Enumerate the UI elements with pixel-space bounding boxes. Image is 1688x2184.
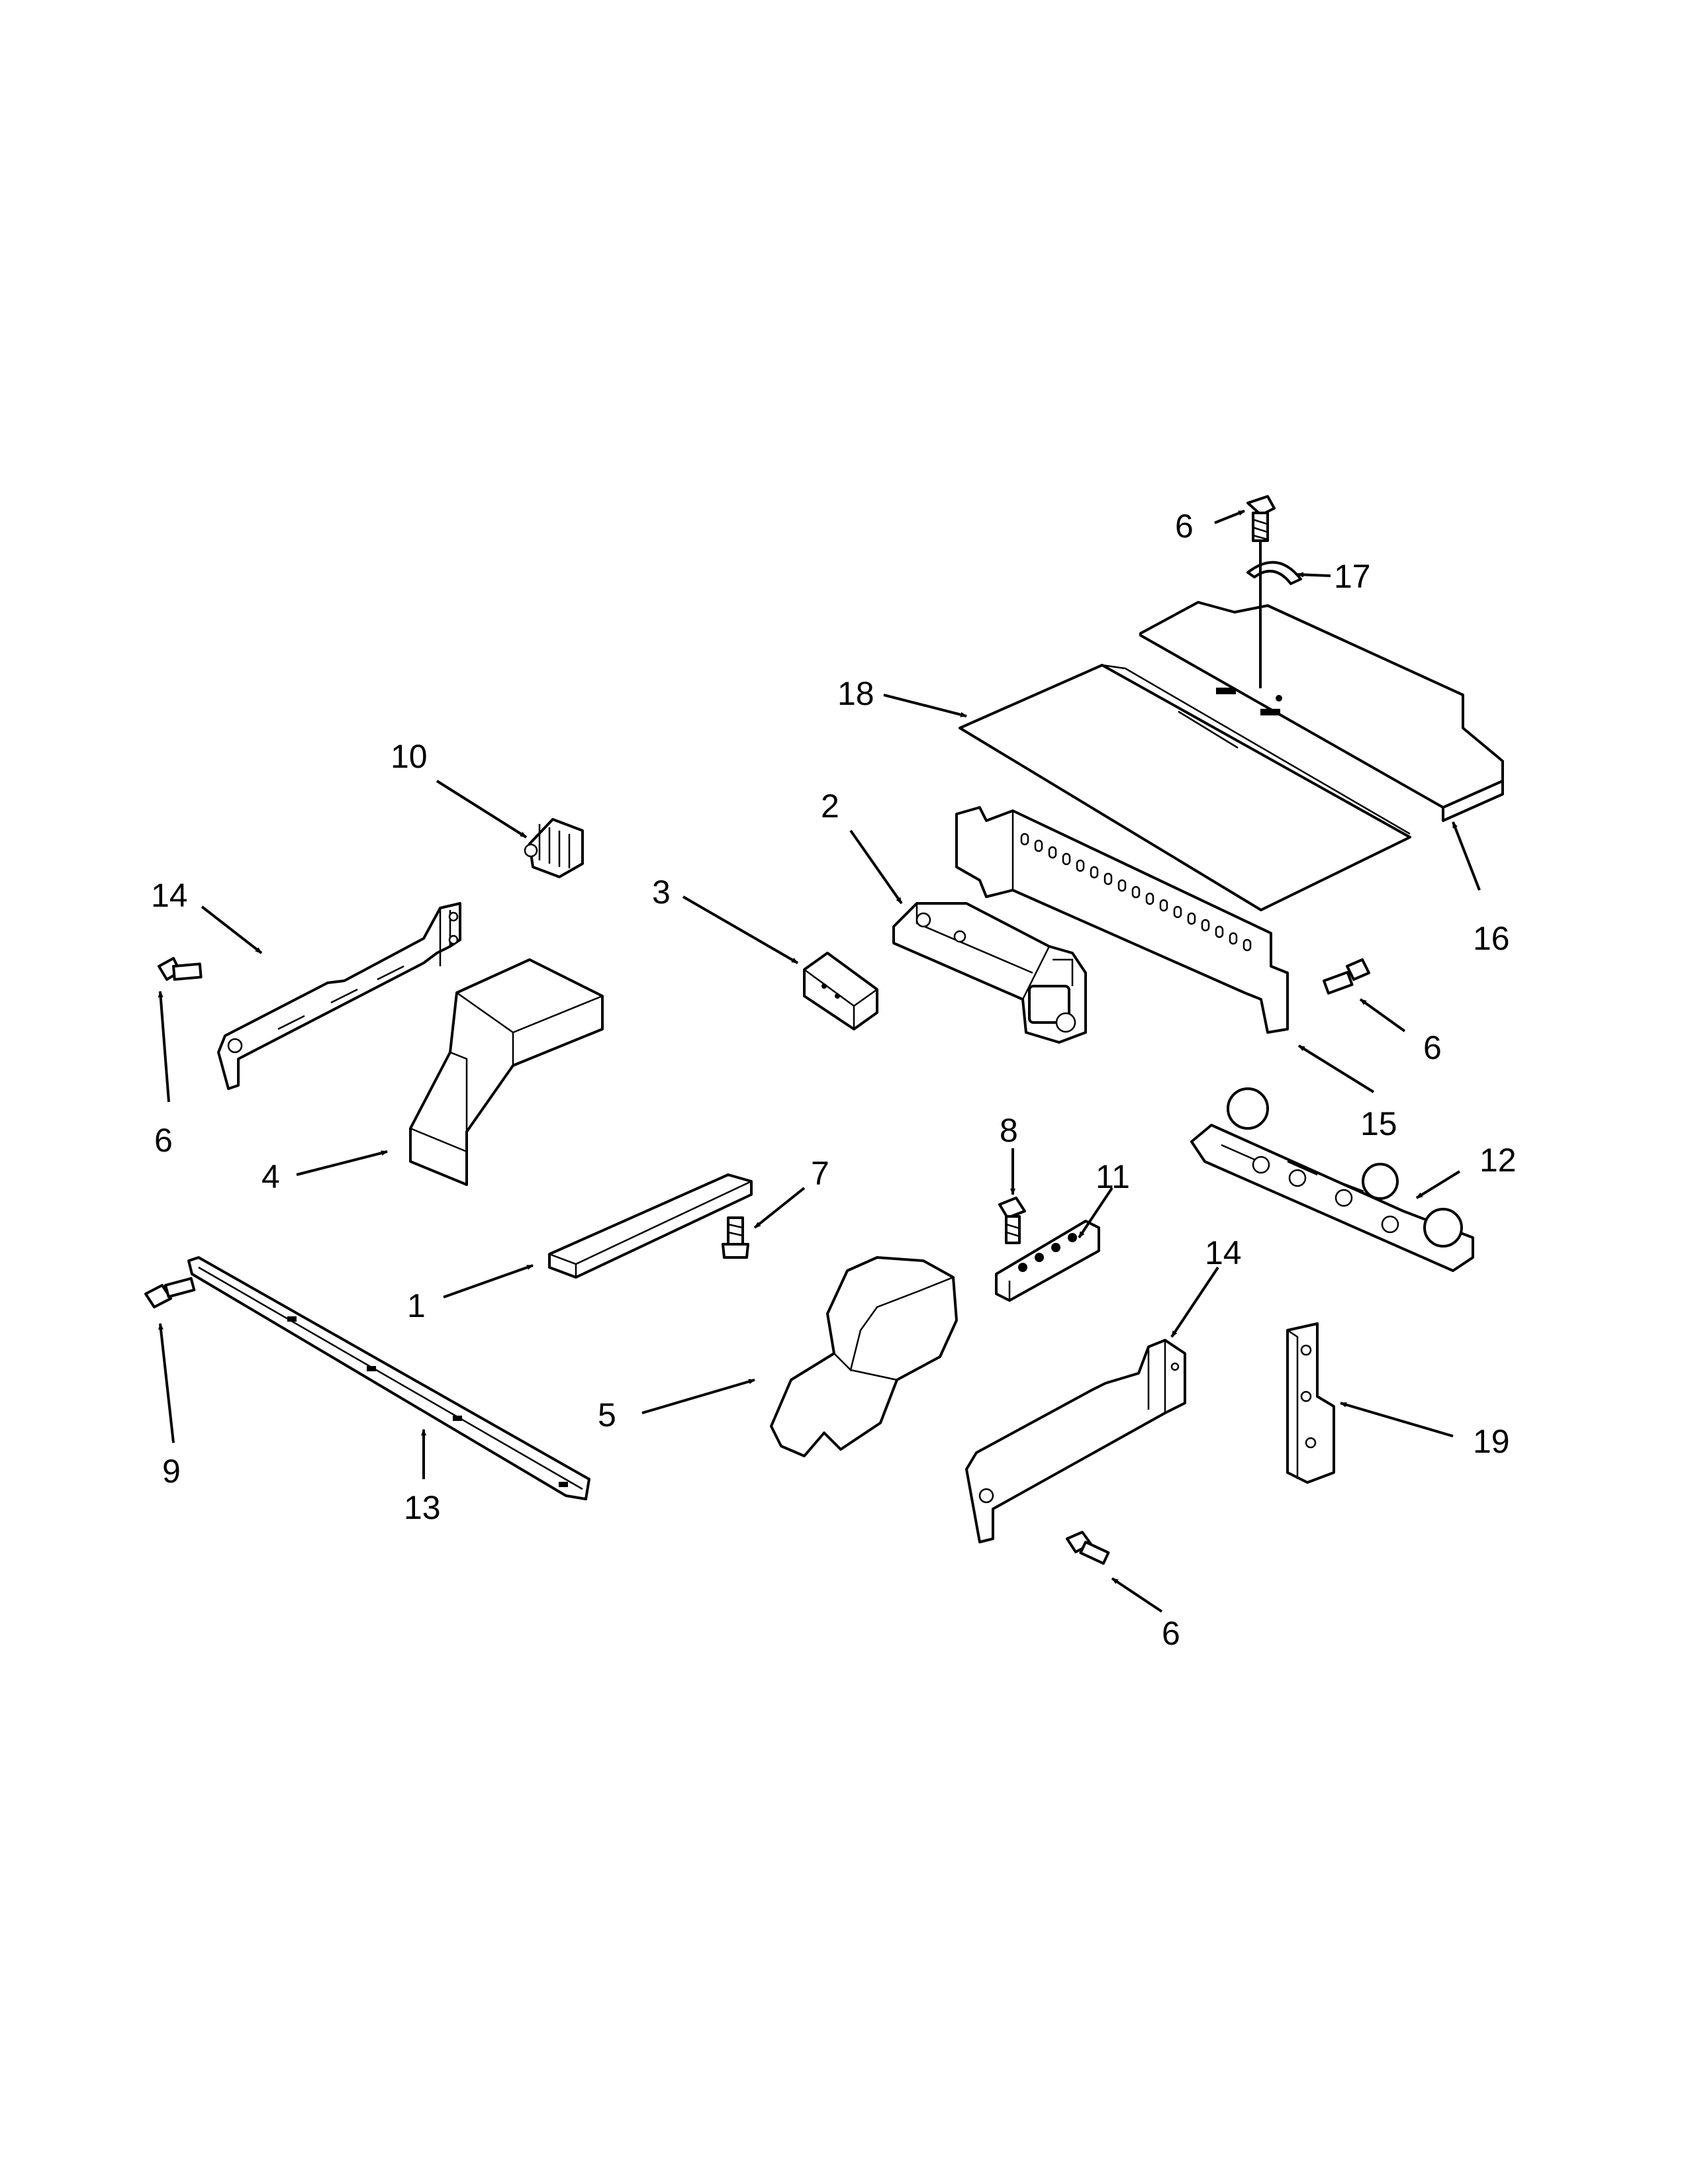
perforation-hole (1062, 852, 1071, 866)
perforation-hole (1117, 879, 1127, 892)
callout-19: 19 (1473, 1423, 1510, 1460)
callout-13: 13 (404, 1489, 441, 1526)
part-9-screw (144, 1277, 196, 1308)
callout-6-top: 6 (1175, 508, 1194, 545)
perforation-hole (1159, 899, 1168, 912)
part-4-duct (409, 958, 604, 1186)
perforation-hole (1020, 833, 1029, 846)
part-17-clip (1246, 561, 1302, 585)
callout-6-right: 6 (1423, 1029, 1442, 1066)
callout-16: 16 (1473, 920, 1510, 957)
perforation-hole (1201, 919, 1210, 932)
part-18-main-panel (959, 664, 1411, 911)
perforation-hole (1076, 859, 1085, 872)
part-10-terminal-block (524, 818, 584, 878)
part-6-screw-bottom (1066, 1531, 1110, 1565)
leader-6c (1359, 998, 1406, 1032)
part-15-perforated-bracket (955, 806, 1289, 1034)
callout-11: 11 (1096, 1158, 1130, 1195)
leader-6b (158, 991, 170, 1103)
perforation-hole (1187, 912, 1196, 925)
callout-17: 17 (1334, 558, 1371, 595)
callout-12: 12 (1479, 1142, 1517, 1179)
leader-16 (1452, 821, 1481, 891)
part-8-screw (998, 1197, 1026, 1244)
callout-8: 8 (1000, 1112, 1018, 1149)
callout-2: 2 (821, 788, 839, 825)
leader-11 (1078, 1187, 1113, 1239)
callout-1: 1 (407, 1287, 426, 1324)
callout-4: 4 (261, 1158, 280, 1195)
callout-6-left: 6 (154, 1122, 173, 1159)
part-1-channel (548, 1173, 753, 1279)
leader-10 (436, 780, 528, 839)
leader-2 (849, 829, 903, 905)
perforation-hole (1173, 905, 1182, 919)
callout-7: 7 (811, 1155, 829, 1192)
part-12-switch-bar (1190, 1087, 1474, 1272)
perforation-hole (1243, 938, 1252, 952)
part-13-rod (187, 1256, 590, 1500)
perforation-hole (1090, 866, 1099, 879)
leader-19 (1340, 1402, 1454, 1437)
leader-3 (682, 895, 799, 964)
callout-14-left: 14 (151, 877, 188, 914)
part-19-plate (1286, 1322, 1335, 1484)
part-11-terminal-strip (995, 1220, 1100, 1302)
leader-6a (1214, 510, 1245, 524)
leader-17 (1297, 572, 1331, 578)
callout-5: 5 (598, 1396, 616, 1433)
part-5-heat-shield (770, 1256, 958, 1457)
part-2-valve-assembly (892, 902, 1087, 1044)
leader-7 (753, 1187, 806, 1229)
perforation-hole (1215, 925, 1224, 938)
callout-14-right: 14 (1205, 1234, 1242, 1271)
leader-6d (1111, 1577, 1163, 1613)
leader-1 (443, 1264, 534, 1298)
perforation-hole (1131, 886, 1141, 899)
part-16-cover-plate (1139, 601, 1504, 822)
callout-3: 3 (652, 874, 671, 911)
callout-18: 18 (837, 675, 874, 712)
part-14-side-bracket-left (217, 902, 461, 1090)
leader-12 (1415, 1170, 1461, 1199)
leader-9 (158, 1323, 175, 1443)
perforation-hole (1048, 846, 1057, 859)
perforation-hole (1034, 839, 1043, 852)
part-7-screw (722, 1216, 749, 1259)
perforation-hole (1103, 872, 1113, 886)
bracket-perforations (1020, 833, 1252, 952)
part-6-screw-left (158, 957, 203, 981)
leader-14a (201, 905, 263, 954)
part-14-side-bracket-right (965, 1339, 1186, 1543)
part-6-screw-top (1246, 495, 1276, 688)
leader-15 (1297, 1044, 1375, 1093)
callout-15: 15 (1360, 1105, 1397, 1142)
leader-18 (883, 694, 967, 717)
callout-labels: 6 17 18 16 10 2 3 14 6 6 15 4 7 1 8 11 1… (151, 508, 1517, 1652)
perforation-hole (1145, 892, 1154, 905)
leader-14b (1170, 1266, 1219, 1338)
part-6-screw-right (1323, 958, 1370, 995)
leader-4 (296, 1150, 388, 1176)
part-3-block (803, 952, 878, 1030)
perforation-hole (1229, 932, 1238, 945)
callout-6-bottom: 6 (1162, 1615, 1180, 1652)
callout-10: 10 (391, 738, 428, 775)
leader-arrows (158, 510, 1481, 1613)
leader-5 (641, 1379, 755, 1414)
callout-9: 9 (162, 1453, 181, 1490)
